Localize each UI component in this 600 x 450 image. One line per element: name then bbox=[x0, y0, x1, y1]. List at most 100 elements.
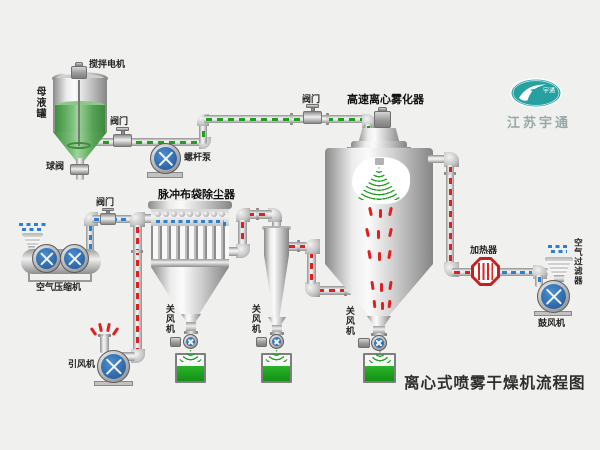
collector-stem bbox=[186, 322, 196, 332]
air-filter-label: 空气过滤器 bbox=[573, 238, 584, 286]
atomizer-label: 高速离心雾化器 bbox=[347, 94, 424, 106]
blower bbox=[537, 280, 570, 313]
pipe-exhaust-to-fan bbox=[121, 352, 135, 361]
pipe-dash bbox=[309, 252, 313, 282]
pipe-exhaust-stub bbox=[142, 214, 154, 223]
air-valve-label: 阀门 bbox=[96, 197, 115, 207]
wheel bbox=[64, 248, 85, 269]
hot-air-dash bbox=[380, 283, 383, 292]
air-filter-body bbox=[546, 259, 572, 276]
air-valve bbox=[100, 213, 116, 225]
cold-air-dash bbox=[502, 270, 532, 274]
flange bbox=[131, 250, 143, 253]
atomizer-valve bbox=[303, 111, 322, 124]
elbow bbox=[236, 208, 250, 222]
atomizer-motor-cap bbox=[378, 107, 387, 112]
pipe-dash bbox=[248, 212, 270, 216]
flange bbox=[297, 240, 300, 252]
pipe-dash bbox=[537, 277, 541, 285]
pipe-air-riser bbox=[86, 224, 94, 252]
rotary-valve-cyclone bbox=[269, 334, 284, 349]
pipe-dash bbox=[88, 226, 92, 250]
rotary-valve-motor bbox=[256, 337, 267, 347]
pump-blades bbox=[149, 142, 182, 175]
rotary-valve-cyclone-label: 关风机 bbox=[250, 304, 261, 334]
fan-wheel bbox=[101, 354, 126, 379]
elbow bbox=[444, 152, 459, 167]
blower-blades bbox=[536, 279, 571, 314]
elbow bbox=[130, 212, 145, 227]
air-filter-stem bbox=[554, 275, 564, 282]
tower-discharge-reducer bbox=[367, 316, 391, 326]
pipe-collector-inlet bbox=[226, 247, 238, 256]
feed-valve bbox=[113, 134, 132, 147]
pipe-cyclone-collector-v bbox=[238, 220, 247, 246]
pipe-dash bbox=[448, 167, 452, 263]
rotary-blades bbox=[184, 335, 197, 348]
elbow bbox=[305, 282, 320, 297]
pipe-feed-riser bbox=[199, 118, 207, 144]
hot-air-dash bbox=[378, 252, 381, 261]
feed-valve-label: 阀门 bbox=[110, 116, 129, 126]
pipe-dash bbox=[135, 227, 139, 349]
company-name: 江苏宇通 bbox=[507, 115, 572, 130]
filter-bags bbox=[151, 226, 229, 259]
tower-discharge-stem bbox=[373, 326, 385, 334]
pipe-feed-lower bbox=[90, 138, 208, 146]
exhaust-dash bbox=[98, 322, 103, 333]
pipe-tower-hot-inlet bbox=[428, 155, 446, 163]
collector-bottom-band bbox=[151, 259, 229, 267]
tower-lid bbox=[351, 141, 407, 149]
rotary-valve-motor bbox=[170, 337, 181, 347]
cyclone-cone bbox=[264, 255, 289, 317]
pulse-air-dash bbox=[156, 220, 224, 223]
tank-liquid bbox=[55, 105, 105, 132]
blower-wheel bbox=[541, 284, 566, 309]
powder-bucket-tower bbox=[363, 353, 396, 383]
mother-tank-label: 母液罐 bbox=[34, 86, 45, 119]
hot-air-dash bbox=[377, 230, 380, 239]
flange bbox=[344, 284, 347, 296]
collector-cone bbox=[151, 267, 229, 314]
heater-fins bbox=[478, 263, 493, 280]
flange bbox=[371, 333, 387, 336]
pipe-dash bbox=[201, 120, 205, 142]
compressor-wheel-2 bbox=[60, 244, 89, 273]
flange bbox=[98, 334, 111, 337]
cyclone-reducer bbox=[268, 317, 286, 325]
intake-air-dashes bbox=[22, 228, 43, 231]
collector-lid bbox=[148, 201, 232, 209]
stir-motor-label: 搅拌电机 bbox=[89, 59, 126, 69]
hot-air-dash bbox=[381, 302, 384, 310]
rotary-wheel bbox=[272, 337, 281, 346]
atomizer-tip bbox=[375, 158, 384, 165]
exhaust-dash bbox=[111, 326, 120, 337]
flange bbox=[256, 208, 259, 220]
pulse-valves bbox=[155, 211, 225, 217]
rotary-valve-tower-label: 关风机 bbox=[344, 306, 355, 336]
pipe-tower-cyclone-v bbox=[307, 250, 316, 284]
powder-fill bbox=[177, 366, 204, 381]
diagram-title: 离心式喷雾干燥机流程图 bbox=[404, 375, 586, 392]
elbow bbox=[305, 239, 320, 254]
elbow bbox=[236, 244, 250, 258]
atomizer-motor bbox=[374, 111, 391, 128]
company-logo-icon: 宇通 bbox=[510, 78, 562, 108]
pipe-cyclone-outlet bbox=[272, 214, 281, 230]
stirrer-shaft bbox=[78, 80, 80, 146]
rotary-blades bbox=[270, 335, 283, 348]
pipe-dash bbox=[274, 216, 278, 228]
rotary-valve-collector bbox=[183, 334, 198, 349]
exhaust-dash bbox=[106, 322, 111, 333]
intake-air-dashes bbox=[548, 245, 570, 248]
rotary-blades bbox=[372, 336, 386, 350]
pump-wheel bbox=[154, 147, 177, 170]
intake-filter bbox=[23, 235, 42, 247]
rotary-valve-motor bbox=[358, 338, 370, 348]
exhaust-dash bbox=[89, 326, 98, 337]
logo-emblem-text: 宇通 bbox=[543, 87, 555, 95]
screw-pump-label: 螺杆泵 bbox=[184, 152, 212, 162]
rotary-wheel bbox=[186, 337, 195, 346]
pipe-dash bbox=[318, 288, 350, 292]
